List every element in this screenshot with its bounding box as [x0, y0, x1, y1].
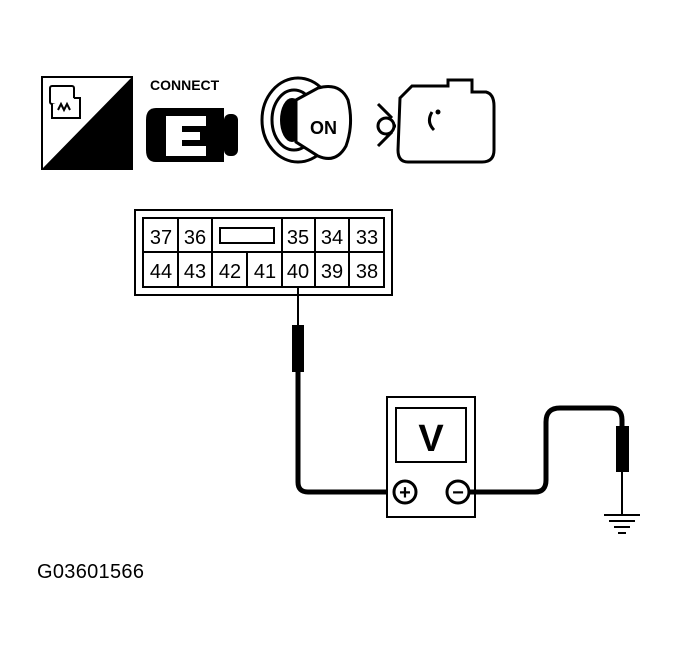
negative-symbol: − [452, 482, 464, 504]
figure-id: G03601566 [37, 561, 145, 583]
hs-label: H.S. [78, 140, 121, 165]
pin-38: 38 [356, 261, 378, 283]
pin-34: 34 [321, 227, 343, 249]
on-label: ON [310, 118, 337, 138]
connect-connector-icon: CONNECT [146, 77, 238, 162]
connector-face: 37 36 35 34 33 44 43 42 41 40 39 38 [134, 209, 393, 296]
ignition-key-on-icon: ON [260, 76, 353, 164]
pin-40: 40 [287, 261, 309, 283]
pin-39: 39 [321, 261, 343, 283]
positive-symbol: + [399, 482, 411, 504]
pin-42: 42 [219, 261, 241, 283]
engine-stopped-icon [376, 78, 496, 164]
pin-43: 43 [184, 261, 206, 283]
positive-terminal [392, 479, 418, 505]
pin-44: 44 [150, 261, 172, 283]
connect-label: CONNECT [150, 77, 220, 93]
ground-symbol [604, 514, 640, 534]
positive-probe-lead [292, 287, 388, 495]
meter-v-label: V [418, 418, 444, 460]
pin-36: 36 [184, 227, 206, 249]
voltmeter: V + − [386, 396, 476, 518]
pin-41: 41 [254, 261, 276, 283]
negative-ground-lead [469, 405, 640, 534]
pin-33: 33 [356, 227, 378, 249]
pin-37: 37 [150, 227, 172, 249]
pin-35: 35 [287, 227, 309, 249]
harness-sensor-icon: H.S. [41, 76, 133, 170]
